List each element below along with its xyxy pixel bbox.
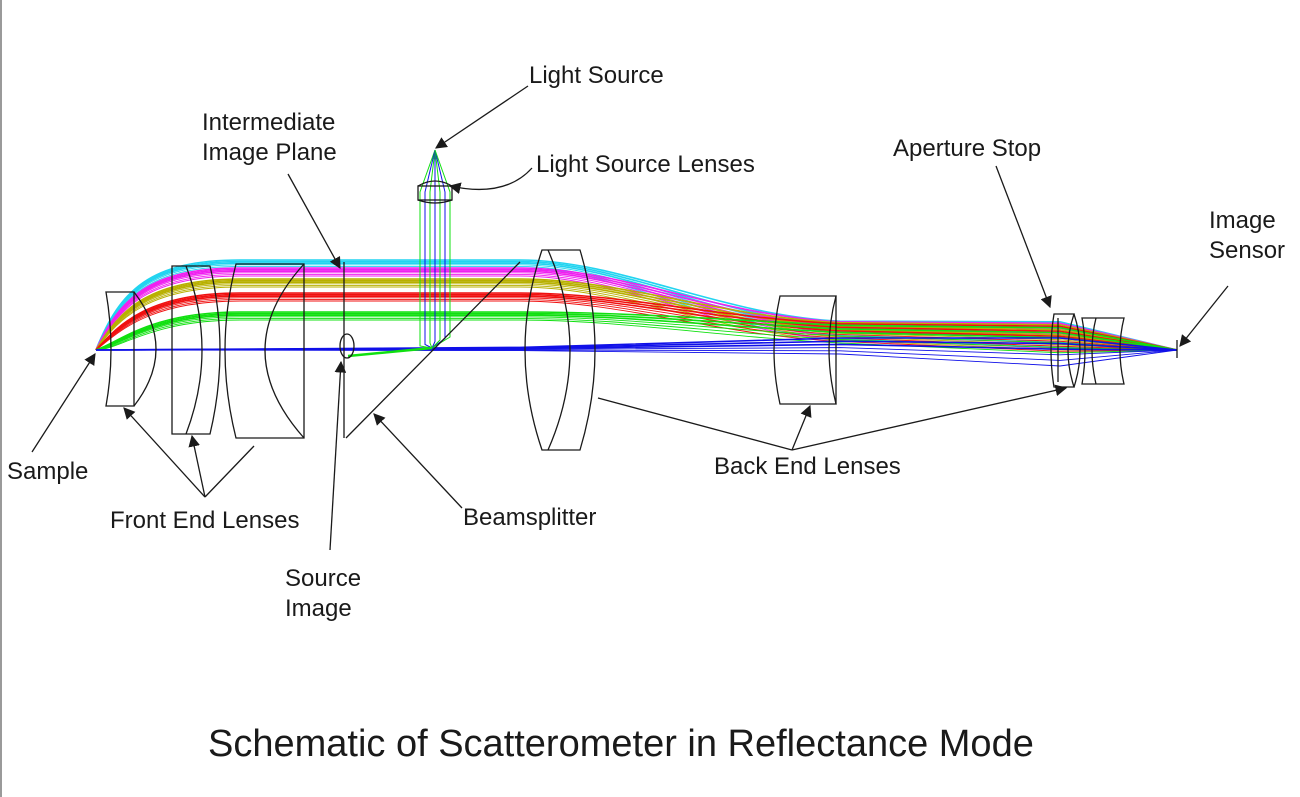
ray-bundles: [95, 259, 1178, 367]
front-end-lens-3: [224, 263, 305, 439]
label-source-image-line2: Image: [285, 595, 352, 622]
ray-magenta: [95, 268, 1178, 351]
leader-intermediate-image-plane: [287, 173, 341, 270]
aperture-stop-lenses: [1050, 313, 1125, 388]
label-intermediate-image-plane-line2: Image Plane: [202, 139, 337, 166]
ray-blue: [95, 349, 1178, 367]
label-back-end-lenses: Back End Lenses: [714, 453, 901, 480]
label-front-end-lenses: Front End Lenses: [110, 507, 300, 534]
label-intermediate-image-plane-line1: Intermediate: [202, 109, 336, 136]
leader-light-source: [435, 85, 529, 149]
beamsplitter-plate: [345, 261, 521, 439]
leader-source-image: [329, 360, 347, 551]
leader-beamsplitter: [373, 413, 463, 509]
label-image-sensor-line2: Sensor: [1209, 237, 1286, 264]
label-source-image-line1: Source: [285, 565, 362, 592]
ray-olive: [95, 281, 1178, 351]
left-border: [0, 0, 2, 797]
source-image-mark: [339, 333, 355, 359]
ray-red: [95, 292, 1178, 351]
label-beamsplitter: Beamsplitter: [463, 504, 597, 531]
source-ray: [424, 149, 436, 349]
label-light-source: Light Source: [529, 62, 664, 89]
leader-light-source-lenses: [448, 167, 533, 194]
back-end-lens-large: [524, 249, 596, 451]
leader-back-lens-large: [597, 397, 793, 451]
label-light-source-lenses: Light Source Lenses: [536, 151, 755, 178]
source-image-ray: [347, 346, 433, 358]
leader-aperture-stop: [995, 165, 1052, 309]
optical-elements: [105, 180, 1178, 451]
leader-front-lens-2: [188, 434, 206, 498]
ray-magenta: [95, 273, 1178, 351]
leader-image-sensor: [1179, 285, 1229, 347]
ray-olive: [95, 286, 1178, 351]
ray-cyan: [95, 259, 1178, 351]
ray-magenta: [95, 275, 1178, 351]
label-aperture-stop: Aperture Stop: [893, 135, 1042, 162]
diagram-title: Schematic of Scatterometer in Reflectanc…: [208, 723, 1034, 765]
ray-olive: [95, 283, 1178, 351]
source-ray: [431, 149, 446, 349]
source-ray: [431, 150, 436, 349]
source-ray: [431, 149, 441, 349]
leader-back-lens-small: [791, 384, 1068, 451]
source-ray: [429, 149, 436, 349]
ray-magenta: [95, 272, 1178, 351]
ray-magenta: [95, 267, 1178, 351]
ray-olive: [95, 279, 1178, 351]
ray-olive: [95, 278, 1178, 351]
leader-front-lens-3: [204, 445, 255, 498]
leader-back-lens-middle: [791, 404, 812, 451]
source-ray: [419, 149, 436, 349]
leader-lines: [31, 85, 1229, 551]
back-end-lens-middle: [773, 295, 837, 405]
front-end-lens-2: [171, 265, 221, 435]
light-source-rays: [347, 149, 451, 358]
leader-front-lens-1: [123, 407, 206, 498]
label-image-sensor-line1: Image: [1209, 207, 1276, 234]
label-sample: Sample: [7, 458, 89, 485]
leader-sample: [31, 353, 96, 453]
ray-green: [95, 319, 1178, 354]
front-end-lens-1: [105, 291, 157, 407]
ray-magenta: [95, 270, 1178, 351]
ray-olive: [95, 284, 1178, 351]
ray-green: [95, 317, 1178, 351]
